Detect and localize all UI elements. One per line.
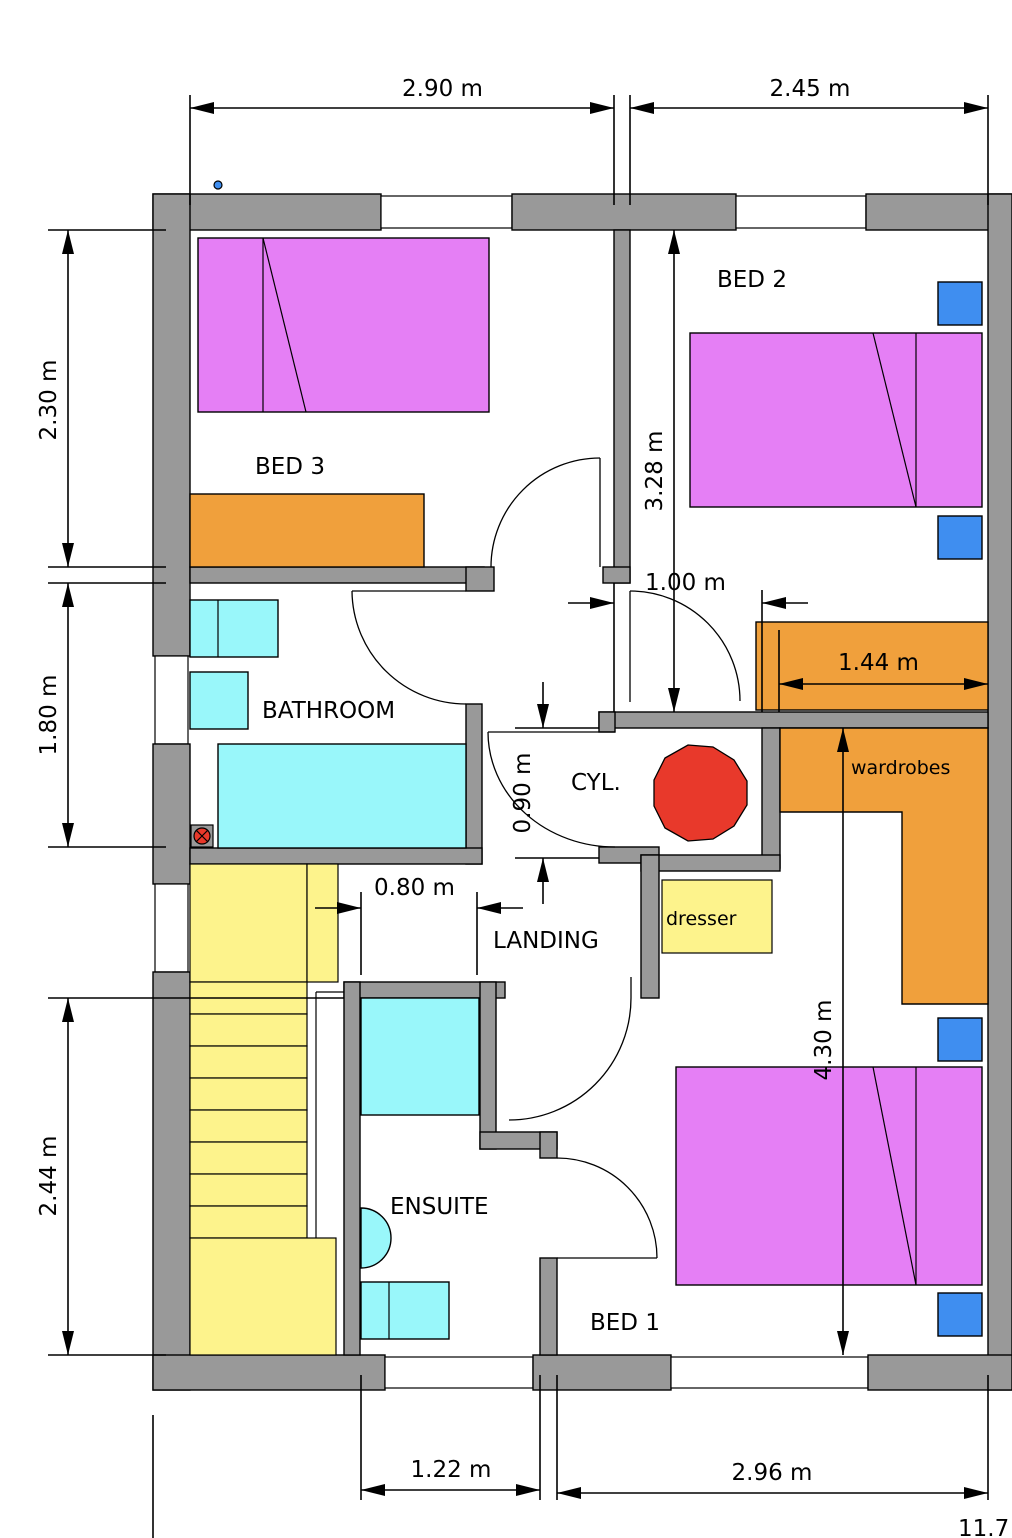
dim-label-bottom-right: 2.96 m bbox=[732, 1460, 813, 1486]
shower bbox=[360, 997, 480, 1116]
interior-walls bbox=[189, 229, 989, 1356]
door-swings bbox=[351, 457, 741, 1259]
ensuite-toilet bbox=[360, 1281, 450, 1340]
window-bathroom bbox=[154, 655, 189, 745]
bath bbox=[217, 743, 467, 849]
dim-label-cylinder-door: 0.90 m bbox=[510, 753, 536, 834]
ensuite-fixtures bbox=[360, 997, 480, 1340]
dim-label-bed-1-depth: 4.30 m bbox=[811, 1000, 837, 1081]
bed-1-bed bbox=[675, 1066, 983, 1286]
room-label-bed-3: BED 3 bbox=[255, 454, 325, 480]
dim-label-bed-2-depth: 3.28 m bbox=[642, 431, 668, 512]
window-stairs bbox=[154, 883, 189, 973]
basin bbox=[189, 671, 249, 730]
dim-label-left-lower: 2.44 m bbox=[36, 1136, 62, 1217]
bathroom-fixtures bbox=[189, 599, 467, 849]
window-bed1 bbox=[670, 1356, 869, 1389]
bedside-table bbox=[937, 1292, 983, 1337]
bed-3-furniture bbox=[189, 237, 490, 568]
dim-label-landing-door: 0.80 m bbox=[374, 875, 455, 901]
furniture-label-dresser: dresser bbox=[666, 908, 737, 930]
bedside-table bbox=[937, 1017, 983, 1062]
dim-label-bottom-left: 1.22 m bbox=[411, 1457, 492, 1483]
dim-label-bed-2-door: 1.00 m bbox=[645, 570, 726, 596]
bed-3-bed bbox=[197, 237, 490, 413]
cylinder-shape bbox=[653, 744, 748, 842]
window-ensuite bbox=[384, 1356, 534, 1389]
outer-walls bbox=[152, 193, 1012, 1391]
north-marker-icon bbox=[213, 180, 223, 190]
dimension-lines bbox=[48, 95, 989, 1538]
dim-label-top-left: 2.90 m bbox=[402, 76, 483, 102]
bed-2-bed bbox=[689, 332, 983, 508]
dresser-shape bbox=[661, 879, 773, 954]
wardrobes-shape bbox=[779, 727, 989, 1005]
dim-label-left-middle: 1.80 m bbox=[36, 675, 62, 756]
bed-3-wardrobe bbox=[189, 493, 425, 568]
toilet bbox=[189, 599, 279, 658]
room-label-cylinder: CYL. bbox=[571, 770, 621, 796]
room-label-bed-2: BED 2 bbox=[717, 267, 787, 293]
room-label-ensuite: ENSUITE bbox=[390, 1194, 489, 1220]
window-top-left bbox=[380, 195, 513, 229]
bedside-table bbox=[937, 281, 983, 326]
bed-1-furniture bbox=[661, 727, 989, 1337]
dim-label-left-upper: 2.30 m bbox=[36, 360, 62, 441]
furniture-label-wardrobes: wardrobes bbox=[851, 757, 950, 779]
bedside-table bbox=[937, 515, 983, 560]
dim-label-corner-fragment: 11.7 bbox=[958, 1516, 1009, 1538]
room-label-bathroom: BATHROOM bbox=[262, 698, 395, 724]
room-label-bed-1: BED 1 bbox=[590, 1310, 660, 1336]
dim-label-wardrobe-width: 1.44 m bbox=[838, 650, 919, 676]
bed-2-furniture bbox=[689, 281, 989, 711]
window-top-right bbox=[735, 195, 867, 229]
room-label-landing: LANDING bbox=[493, 928, 599, 954]
dim-label-top-right: 2.45 m bbox=[770, 76, 851, 102]
ensuite-basin bbox=[360, 1207, 392, 1269]
bed-2-wardrobe bbox=[755, 621, 989, 711]
